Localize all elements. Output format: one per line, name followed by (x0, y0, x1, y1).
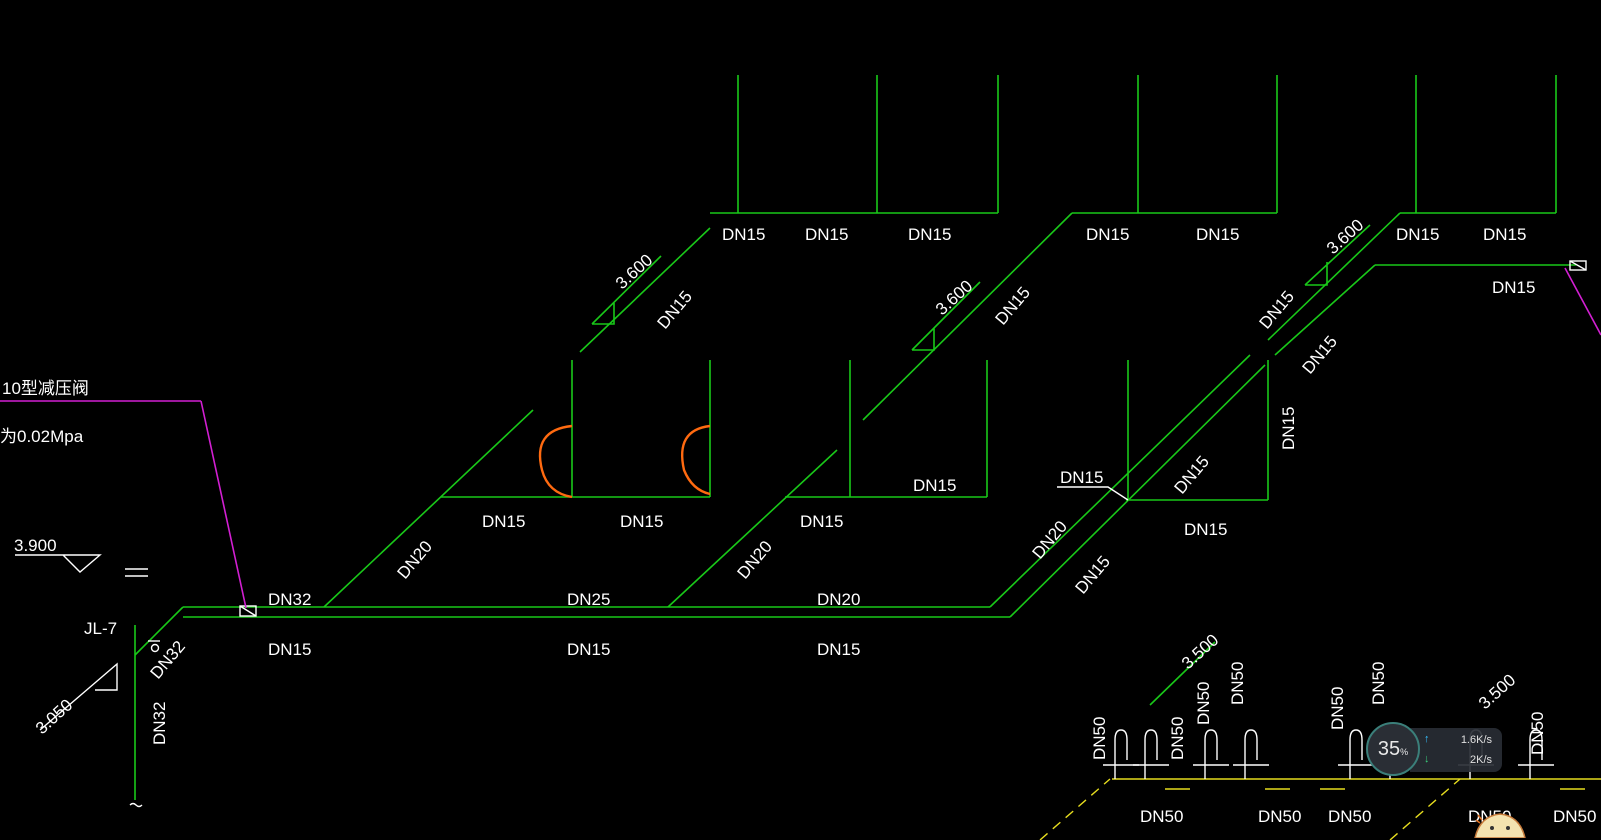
upload-speed: 1.6K/s (1460, 734, 1492, 746)
pipe-label-dn25-main: DN25 (567, 590, 610, 609)
elevation-branch-2: 3.600 (932, 276, 976, 319)
elevation-low-label: 3.050 (32, 695, 76, 738)
riser-valve-icon (148, 640, 160, 653)
usage-percent: 35 (1377, 737, 1401, 760)
branch-lower-3 (989, 212, 1401, 618)
pipe-label-dn20-b1: DN20 (394, 537, 436, 583)
upload-arrow-icon: ↑ (1424, 733, 1430, 745)
usage-percent-unit: % (1400, 746, 1409, 757)
valve-leader-line (0, 267, 1601, 609)
pipe-label-dn20-b3: DN20 (1029, 517, 1071, 563)
usage-ring[interactable]: 35% (1366, 722, 1420, 776)
pipe-label-dn50-v6: DN50 (1369, 662, 1388, 705)
pipe-label-dn15-b3f: DN15 (1256, 287, 1298, 333)
pipe-label-dn15-b3d: DN15 (1184, 520, 1227, 539)
pipe-label-dn15-b2a: DN15 (800, 512, 843, 531)
hose-arc-icon (538, 424, 711, 499)
pipe-label-dn50-d2: DN50 (1258, 807, 1301, 826)
pipe-label-dn20-b2: DN20 (734, 537, 776, 583)
pipe-label-dn15-u2b: DN15 (1196, 225, 1239, 244)
drain-system (1039, 641, 1601, 840)
drain-trap-icon (1193, 729, 1229, 779)
pipe-label-dn50-d5: DN50 (1553, 807, 1596, 826)
pipe-label-dn15-u1b: DN15 (805, 225, 848, 244)
pipe-label-dn15-b3g: DN15 (1299, 332, 1341, 378)
elevation-drain-2: 3.500 (1475, 670, 1519, 713)
download-arrow-icon: ↓ (1424, 753, 1430, 765)
download-speed: 2K/s (1469, 754, 1492, 766)
dn15-leader-line (1057, 486, 1129, 501)
pipe-label-dn20-main: DN20 (817, 590, 860, 609)
drain-trap-icon (1133, 729, 1169, 779)
valve-note: 10型减压阀 (2, 379, 89, 398)
elevation-marker-branch-icon (591, 224, 1371, 351)
branch-lower-2 (667, 212, 1073, 608)
network-monitor-widget[interactable]: ↑ 1.6K/s ↓ 2K/s 35% (1366, 722, 1516, 778)
pipe-label-dn50-v5: DN50 (1328, 687, 1347, 730)
pipe-label-dn15-b1a: DN15 (482, 512, 525, 531)
pipe-label-dn15-u2a: DN15 (1086, 225, 1129, 244)
branch-upper-1 (710, 75, 999, 214)
pipe-label-dn15-u1a: DN15 (722, 225, 765, 244)
mascot-icon (1474, 813, 1526, 838)
branch-lower-1 (323, 227, 711, 608)
pipe-label-dn15-b2b: DN15 (913, 476, 956, 495)
pipe-label-dn15-b3c: DN15 (1171, 452, 1213, 498)
pipe-label-dn15-u3c: DN15 (1492, 278, 1535, 297)
pipe-label-dn15-main-3: DN15 (817, 640, 860, 659)
pipe-label-dn15-u3a: DN15 (1396, 225, 1439, 244)
pipe-label-dn50-v2: DN50 (1168, 717, 1187, 760)
pipe-label-dn50-d1: DN50 (1140, 807, 1183, 826)
riser-jl7 (129, 606, 1010, 808)
speed-panel: ↑ 1.6K/s ↓ 2K/s (1410, 728, 1502, 772)
elevation-marker-icon (15, 554, 148, 731)
pipe-label-dn15-b1b: DN15 (620, 512, 663, 531)
pipe-label-dn50-v1: DN50 (1090, 717, 1109, 760)
pipe-label-dn50-v7: DN50 (1528, 712, 1547, 755)
pipe-label-dn50-v4: DN50 (1228, 662, 1247, 705)
pipe-label-dn15-b3a: DN15 (1072, 552, 1114, 598)
drain-trap-icon (1233, 729, 1269, 779)
pipe-label-dn15-u1c: DN15 (908, 225, 951, 244)
pipe-label-dn50-d3: DN50 (1328, 807, 1371, 826)
pipe-label-dn15-rise2: DN15 (992, 283, 1034, 329)
drain-trap-icon (1518, 729, 1554, 779)
riser-label: JL-7 (84, 619, 117, 638)
elevation-drain-1: 3.500 (1178, 630, 1222, 673)
pipe-label-dn15-b3e: DN15 (1279, 407, 1298, 450)
branch-upper-2 (1072, 75, 1278, 214)
pipe-label-dn15-main: DN15 (268, 640, 311, 659)
pipe-label-dn50-v3: DN50 (1194, 682, 1213, 725)
branch-upper-3 (1375, 75, 1576, 266)
end-valve-icon[interactable] (1569, 260, 1587, 271)
pressure-note: 为0.02Mpa (0, 427, 84, 446)
pipe-label-dn15-rise1: DN15 (654, 287, 696, 333)
pipe-label-dn32-main: DN32 (268, 590, 311, 609)
pipe-label-dn32-riser: DN32 (147, 637, 189, 683)
pipe-label-dn15-u3b: DN15 (1483, 225, 1526, 244)
elevation-main-label: 3.900 (14, 536, 57, 555)
pipe-label-dn15-b3b: DN15 (1060, 468, 1103, 487)
drain-trap-icon (1338, 729, 1374, 779)
pipe-label-dn15-main-2: DN15 (567, 640, 610, 659)
pipe-label-dn32-vertical: DN32 (150, 702, 169, 745)
pressure-reducing-valve-icon[interactable] (239, 605, 257, 617)
